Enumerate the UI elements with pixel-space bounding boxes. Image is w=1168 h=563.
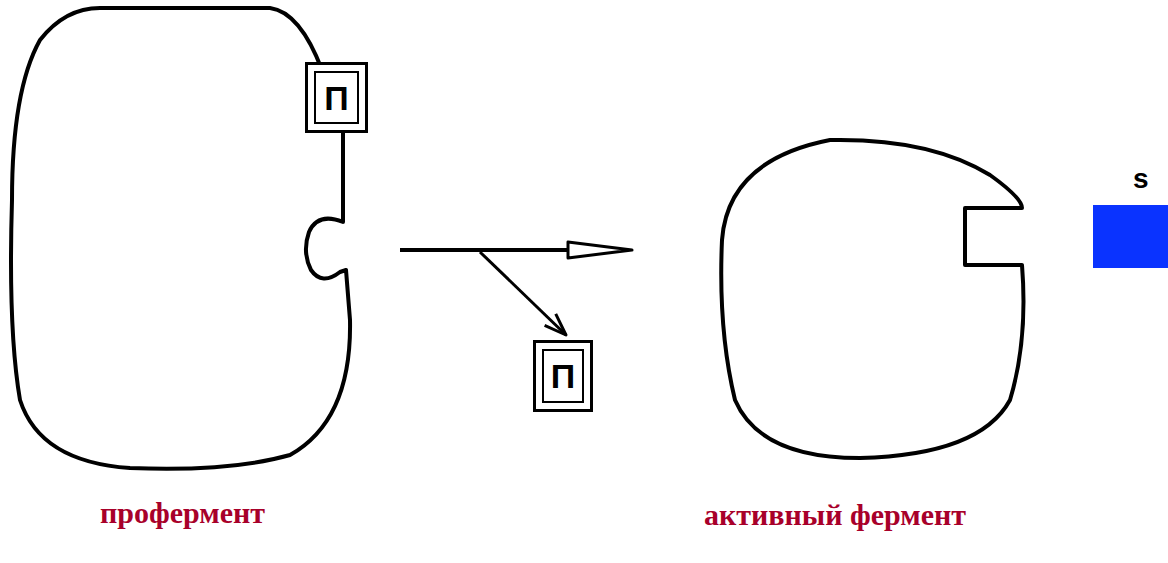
enzyme-shape: активный фермент bbox=[715, 135, 1027, 463]
arrow-line bbox=[400, 248, 568, 252]
enzyme-label: активный фермент bbox=[704, 497, 966, 533]
enzyme-outline bbox=[10, 5, 355, 475]
inner-frame: П bbox=[314, 71, 359, 124]
arrow-connector bbox=[400, 242, 632, 258]
enzyme-contour bbox=[11, 8, 350, 469]
enzyme-outline bbox=[715, 135, 1027, 463]
peptide-letter: П bbox=[551, 359, 575, 393]
peptide-box: П bbox=[305, 62, 368, 133]
peptide-box: П bbox=[533, 340, 593, 412]
substrate-label: s bbox=[1133, 165, 1149, 193]
arrow-head bbox=[545, 314, 566, 335]
enzyme-shape: профермент bbox=[10, 5, 355, 475]
enzyme-label: профермент bbox=[100, 495, 265, 531]
arrow-connector bbox=[480, 252, 566, 335]
arrow-line bbox=[480, 252, 566, 335]
arrow-head bbox=[568, 242, 632, 258]
peptide-letter: П bbox=[324, 81, 348, 115]
substrate-block: s bbox=[1093, 205, 1168, 268]
enzyme-contour bbox=[721, 140, 1023, 458]
inner-frame: П bbox=[542, 349, 584, 403]
